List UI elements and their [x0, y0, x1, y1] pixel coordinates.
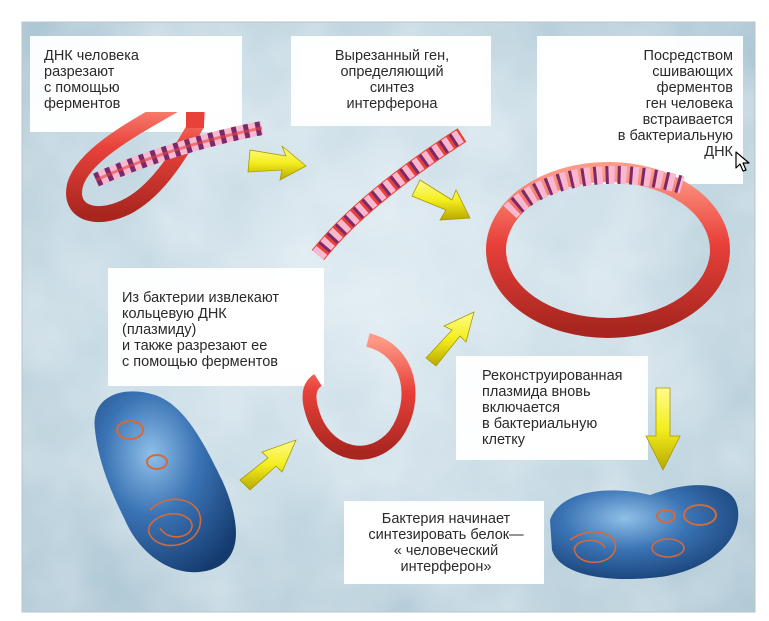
caption-step1: ДНК человека разрезают с помощью фермент… [44, 48, 234, 112]
caption-step3: Посредством сшивающих ферментов ген чело… [545, 48, 733, 160]
caption-step4: Из бактерии извлекают кольцевую ДНК (пла… [122, 290, 322, 370]
caption-step2: Вырезанный ген, определяющий синтез инте… [297, 48, 487, 112]
mouse-pointer-icon [734, 150, 752, 174]
caption-step5: Реконструированная плазмида вновь включа… [482, 368, 642, 448]
caption-step6: Бактерия начинает синтезировать белок— «… [352, 511, 540, 575]
